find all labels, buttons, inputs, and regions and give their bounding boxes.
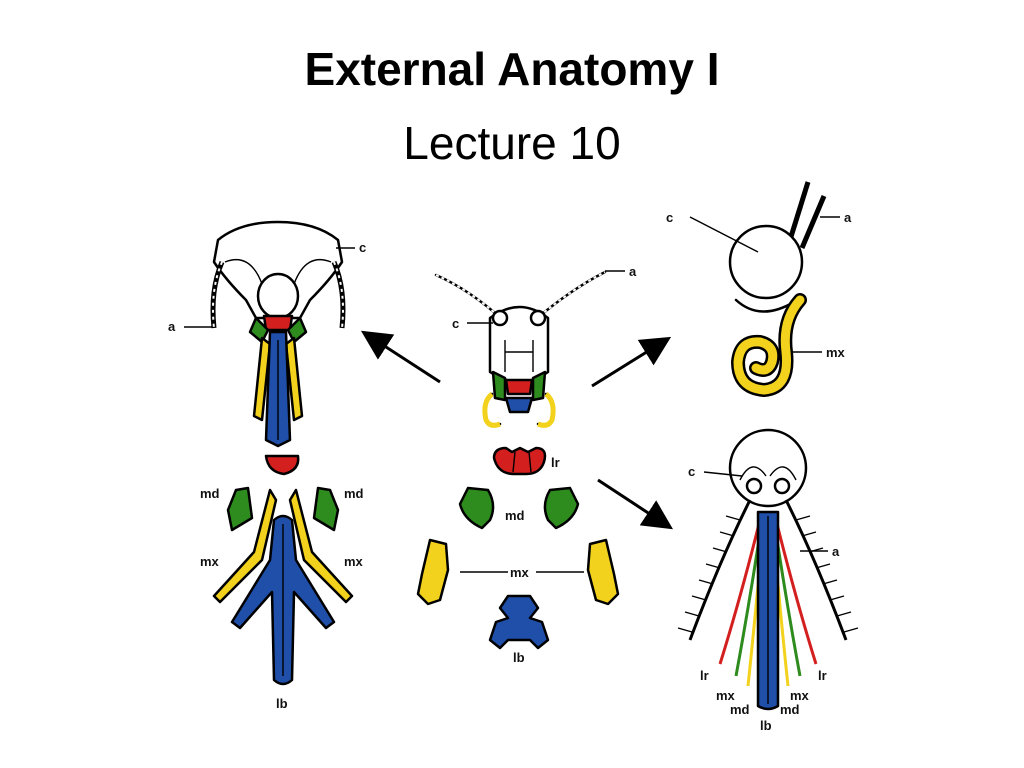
center-label-a: a: [629, 264, 637, 279]
right-bottom-label-md-right: md: [780, 702, 800, 717]
center-mandibles: [458, 486, 580, 530]
right-bottom-piercing-head: [677, 428, 859, 711]
left-labium: [230, 514, 336, 686]
right-top-label-mx: mx: [826, 345, 846, 360]
left-head-view: [184, 220, 355, 448]
left-label-c: c: [359, 240, 366, 255]
arrow-to-chewing: [360, 330, 441, 384]
left-label-lb: lb: [276, 696, 288, 711]
right-bottom-label-md-left: md: [730, 702, 750, 717]
left-maxillae: [212, 488, 354, 604]
right-bottom-label-a: a: [832, 544, 840, 559]
left-mandibles: [226, 486, 340, 532]
right-top-siphoning-head: [689, 181, 840, 398]
right-bottom-label-mx-left: mx: [716, 688, 736, 703]
arrow-to-siphoning: [591, 336, 672, 388]
right-bottom-label-mx-right: mx: [790, 688, 810, 703]
right-top-label-a: a: [844, 210, 852, 225]
center-head-front-view: [434, 270, 625, 428]
right-bottom-label-lr-right: lr: [818, 668, 827, 683]
center-maxillae: [416, 538, 620, 606]
right-bottom-label-lr-left: lr: [700, 668, 709, 683]
center-labrum: [492, 446, 547, 476]
center-label-lb: lb: [513, 650, 525, 665]
center-labium: [488, 594, 550, 650]
left-label-md-left: md: [200, 486, 220, 501]
left-label-mx-right: mx: [344, 554, 364, 569]
center-label-md: md: [505, 508, 525, 523]
center-label-lr: lr: [551, 455, 560, 470]
slide-title: External Anatomy I: [304, 43, 720, 95]
center-label-c: c: [452, 316, 459, 331]
slide-subtitle: Lecture 10: [403, 117, 621, 169]
arrow-to-piercing: [597, 478, 674, 530]
left-label-mx-left: mx: [200, 554, 220, 569]
right-bottom-label-c: c: [688, 464, 695, 479]
left-label-md-right: md: [344, 486, 364, 501]
center-label-mx: mx: [510, 565, 530, 580]
right-top-label-c: c: [666, 210, 673, 225]
left-label-a: a: [168, 319, 176, 334]
right-bottom-label-lb: lb: [760, 718, 772, 733]
left-labrum: [264, 454, 300, 476]
